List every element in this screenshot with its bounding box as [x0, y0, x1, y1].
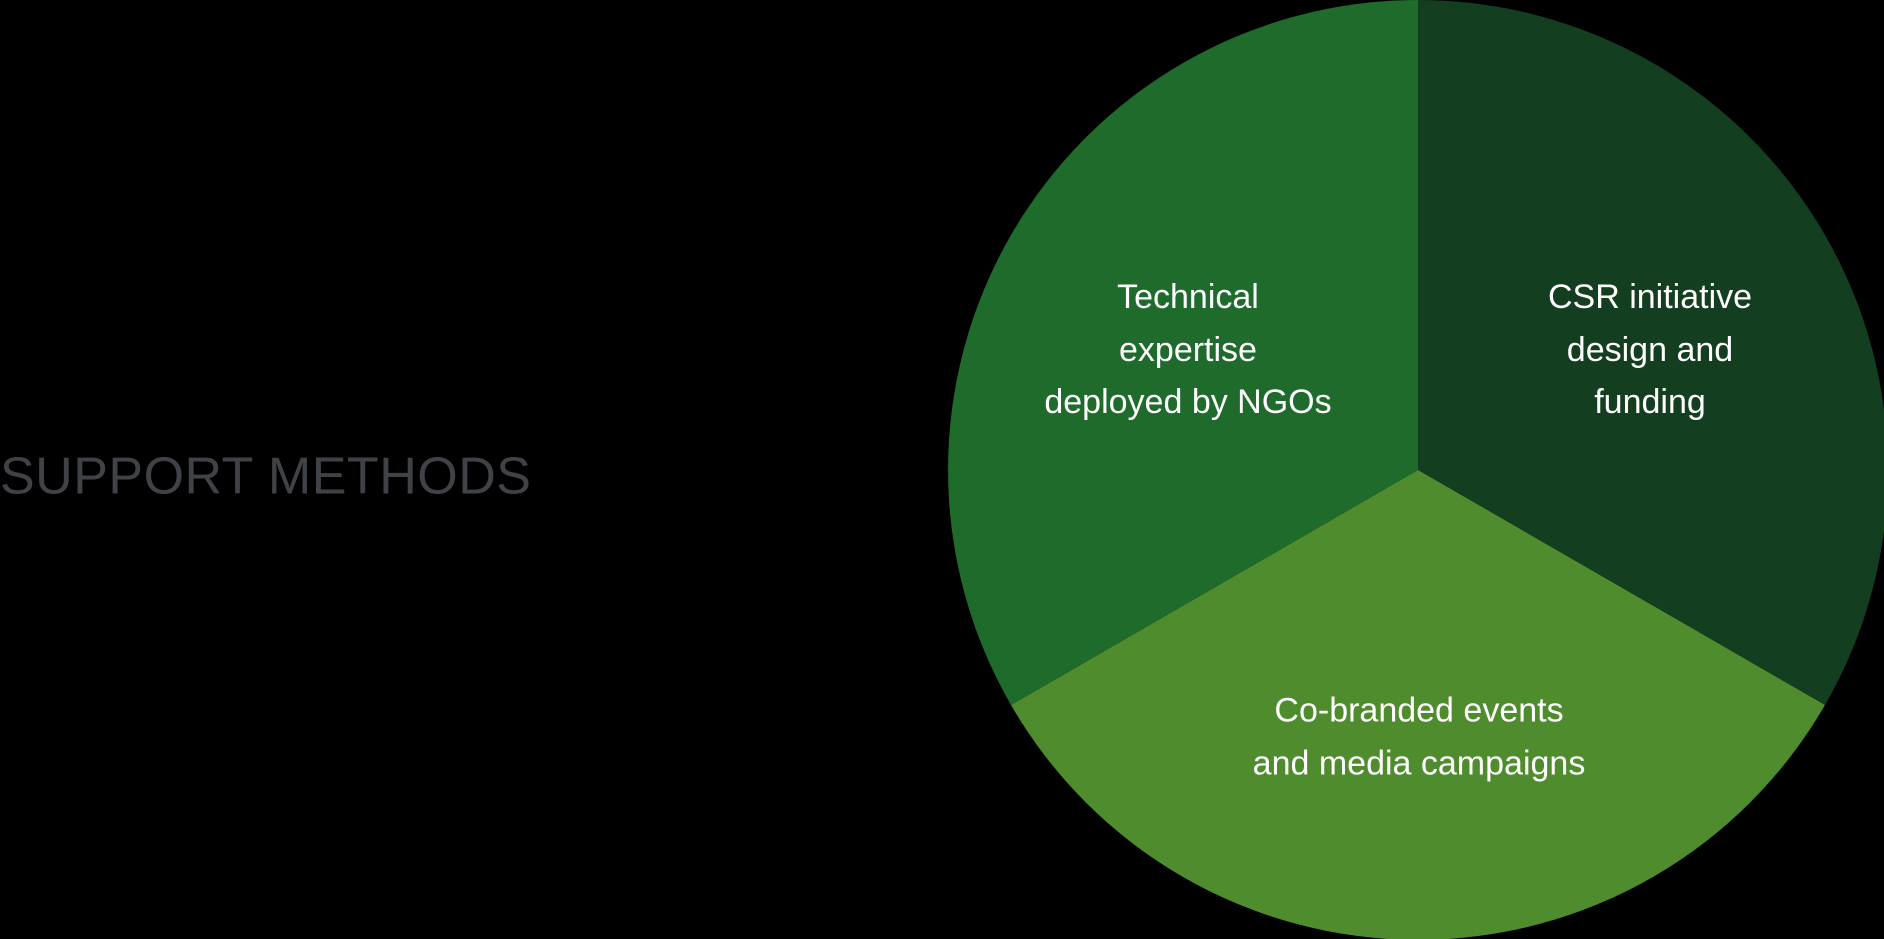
pie-svg — [948, 0, 1884, 939]
pie-slice-cobranded-events — [1011, 470, 1825, 939]
chart-title: SUPPORT METHODS — [0, 447, 532, 506]
pie-slice-technical-expertise — [948, 0, 1418, 705]
pie-chart: Technical expertise deployed by NGOs CSR… — [948, 0, 1884, 939]
pie-slice-csr-initiative — [1418, 0, 1884, 705]
